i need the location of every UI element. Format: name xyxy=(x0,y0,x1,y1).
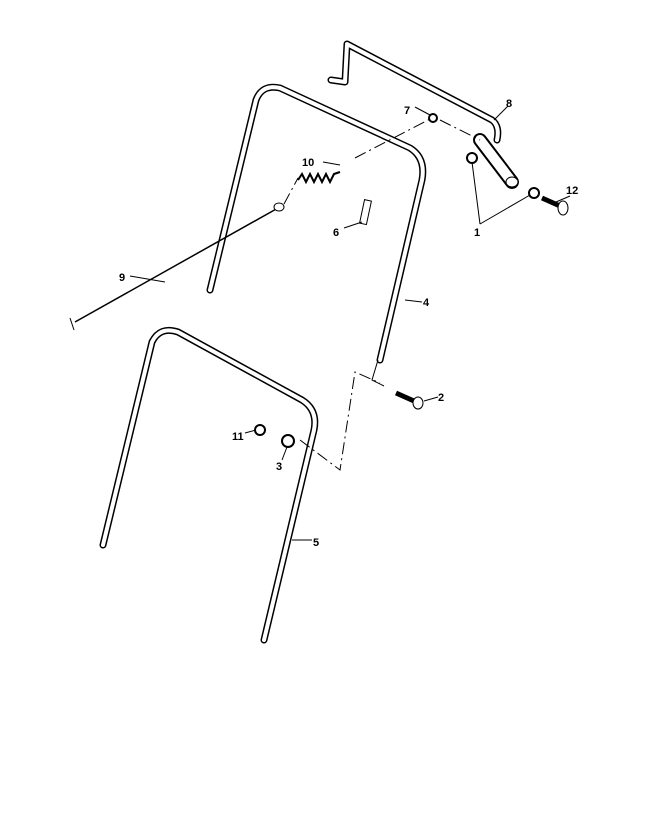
part-1-nut xyxy=(466,152,478,164)
part-7-clip xyxy=(428,113,438,123)
callout-8: 8 xyxy=(506,98,512,110)
callout-1: 1 xyxy=(474,227,480,239)
leader-lines xyxy=(129,105,571,541)
callout-3: 3 xyxy=(276,461,282,473)
part-9-cable xyxy=(69,117,481,471)
part-11-nut xyxy=(254,424,266,436)
callout-7: 7 xyxy=(404,105,410,117)
callout-12: 12 xyxy=(566,185,578,197)
callout-11: 11 xyxy=(232,431,244,443)
callout-6: 6 xyxy=(333,227,339,239)
callout-9: 9 xyxy=(119,272,125,284)
callout-2: 2 xyxy=(438,392,444,404)
part-4-upper-handle xyxy=(206,83,427,387)
callout-10: 10 xyxy=(302,157,314,169)
callout-5: 5 xyxy=(313,537,319,549)
part-5-lower-handle xyxy=(99,326,319,644)
part-8-control-bar xyxy=(327,40,519,189)
part-12-bolt xyxy=(540,195,569,216)
part-10-spring xyxy=(297,171,341,185)
callout-4: 4 xyxy=(423,297,430,309)
part-1-nut xyxy=(528,187,540,199)
part-3-washer xyxy=(281,434,295,448)
part-6-plate xyxy=(358,199,373,226)
part-2-bolt xyxy=(394,390,424,410)
